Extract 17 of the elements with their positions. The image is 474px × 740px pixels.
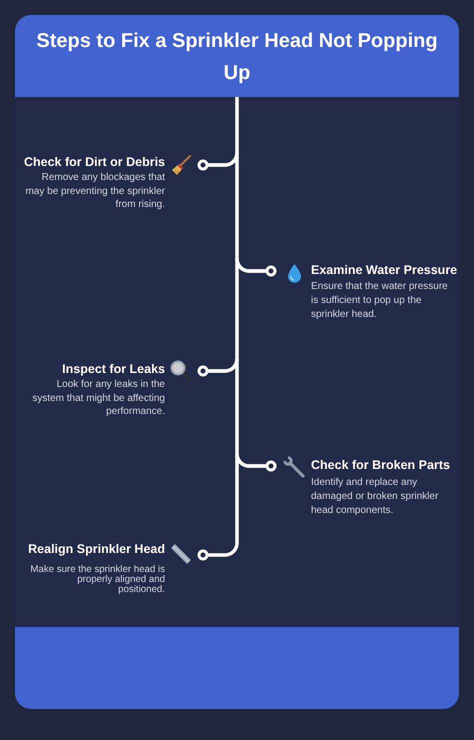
timeline-dot [265,460,277,472]
step-description: Remove any blockages that may be preventing the sprinkler from rising. [24,171,165,212]
step-description: Make sure the sprinkler head is properly aligned and positioned. [29,565,165,595]
step-title: Realign Sprinkler Head [28,541,165,557]
step-description: Identify and replace any damaged or broken sprinkler head components. [311,476,440,518]
step-description: Look for any leaks in the system that might be affecting performance. [31,378,165,418]
step-title: Check for Dirt or Debris [24,154,165,170]
step-title: Examine Water Pressure [311,262,458,278]
timeline-dot [197,159,209,171]
title: Steps to Fix a Sprinkler Head Not Popping Up [35,29,439,86]
step-title: Check for Broken Parts [311,457,450,473]
step-title: Inspect for Leaks [62,361,165,377]
timeline-dot [197,365,209,377]
timeline-connector [207,452,267,557]
step-description: Ensure that the water pressure is sufficient to pop up the sprinkler head. [311,280,449,322]
timeline-dot [197,549,209,561]
timeline-dot [265,265,277,277]
